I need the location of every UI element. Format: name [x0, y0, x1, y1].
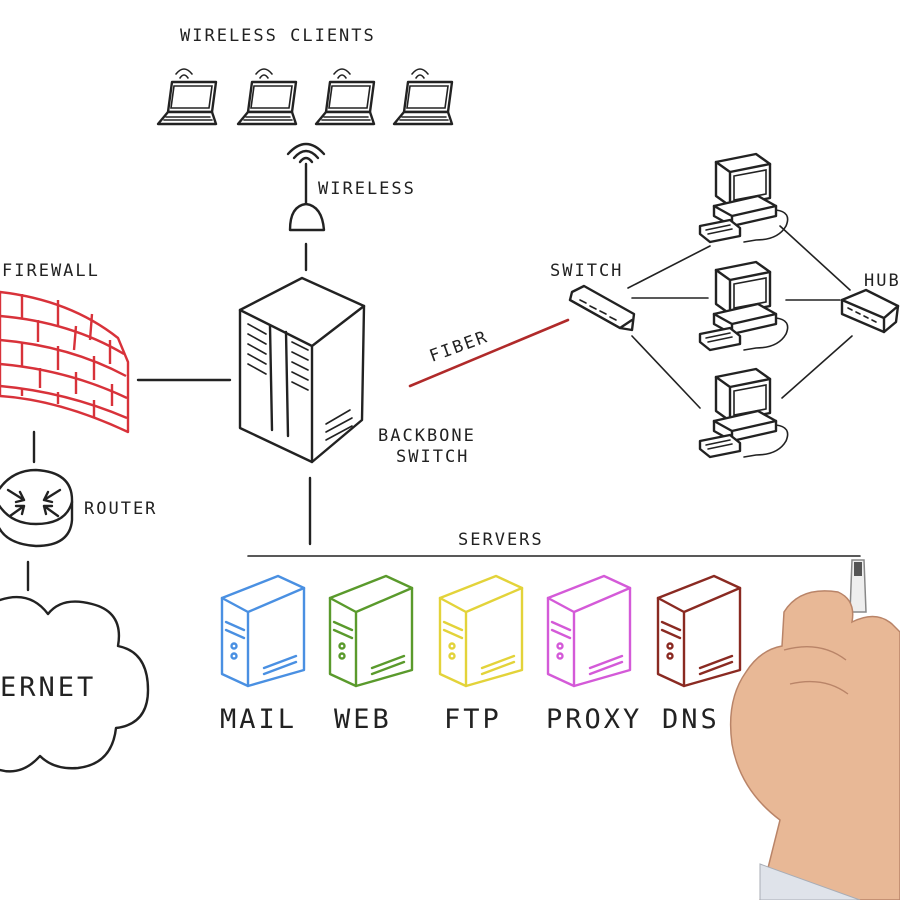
wireless-clients-label: WIRELESS CLIENTS [180, 26, 376, 46]
switch-icon [568, 284, 636, 332]
server-icon [230, 642, 238, 650]
server-icon [220, 586, 306, 688]
server-icon [224, 620, 246, 640]
antenna-icon [286, 142, 326, 272]
server-icon [220, 574, 306, 688]
server-ftp [438, 574, 524, 688]
hub-label: HUB [864, 271, 900, 291]
server-icon [656, 574, 742, 688]
server-label-ftp: FTP [444, 704, 502, 735]
server-icon [328, 574, 414, 688]
desktop-computer-icon [698, 260, 789, 352]
server-icon [448, 642, 456, 650]
fiber-label: FIBER [427, 327, 491, 367]
laptop-icon [392, 67, 454, 126]
server-web [328, 574, 414, 688]
server-label-mail: MAIL [220, 704, 297, 735]
desktop-computer-icon [698, 152, 789, 244]
server-icon [556, 652, 564, 660]
desktop-computer-icon [698, 367, 789, 459]
backbone-switch-icon [238, 276, 366, 464]
server-icon [328, 586, 414, 688]
lan-links [627, 225, 853, 409]
server-icon [656, 586, 742, 688]
server-icon [556, 642, 564, 650]
server-icon [448, 652, 456, 660]
backbone-label: BACKBONE [378, 426, 476, 446]
server-icon [442, 620, 464, 640]
server-label-proxy: PROXY [546, 704, 642, 735]
fiber-link [408, 318, 570, 388]
server-icon [666, 642, 674, 650]
firewall-label: FIREWALL [2, 261, 100, 281]
server-label-web: WEB [334, 704, 392, 735]
server-icon [370, 654, 406, 676]
laptop-icon [314, 67, 376, 126]
server-icon [550, 620, 572, 640]
server-label-dns: DNS [662, 704, 720, 735]
servers-group: MAIL WEB FTP PROXY DNS [220, 574, 742, 735]
wireless-label: WIRELESS [318, 179, 416, 199]
backbone-switch-label: SWITCH [396, 447, 469, 467]
server-icon [480, 654, 516, 676]
servers-label: SERVERS [458, 530, 544, 550]
firewall-icon [0, 290, 130, 434]
server-icon [660, 620, 682, 640]
server-icon [666, 652, 674, 660]
cloud-icon [0, 595, 150, 773]
router-label: ROUTER [84, 499, 157, 519]
router-icon [0, 468, 74, 548]
server-proxy [546, 574, 632, 688]
server-icon [588, 654, 624, 676]
server-mail [220, 574, 306, 688]
server-icon [262, 654, 298, 676]
server-dns [656, 574, 742, 688]
server-icon [438, 574, 524, 688]
laptop-icon [236, 67, 298, 126]
switch-label: SWITCH [550, 261, 623, 281]
internet-label: ERNET [0, 672, 96, 703]
hub-icon [840, 288, 900, 334]
hand-icon [729, 559, 900, 900]
server-icon [332, 620, 354, 640]
server-icon [546, 574, 632, 688]
server-icon [546, 586, 632, 688]
server-icon [338, 652, 346, 660]
server-icon [438, 586, 524, 688]
server-icon [698, 654, 734, 676]
server-icon [230, 652, 238, 660]
server-icon [338, 642, 346, 650]
laptop-icon [156, 68, 218, 126]
